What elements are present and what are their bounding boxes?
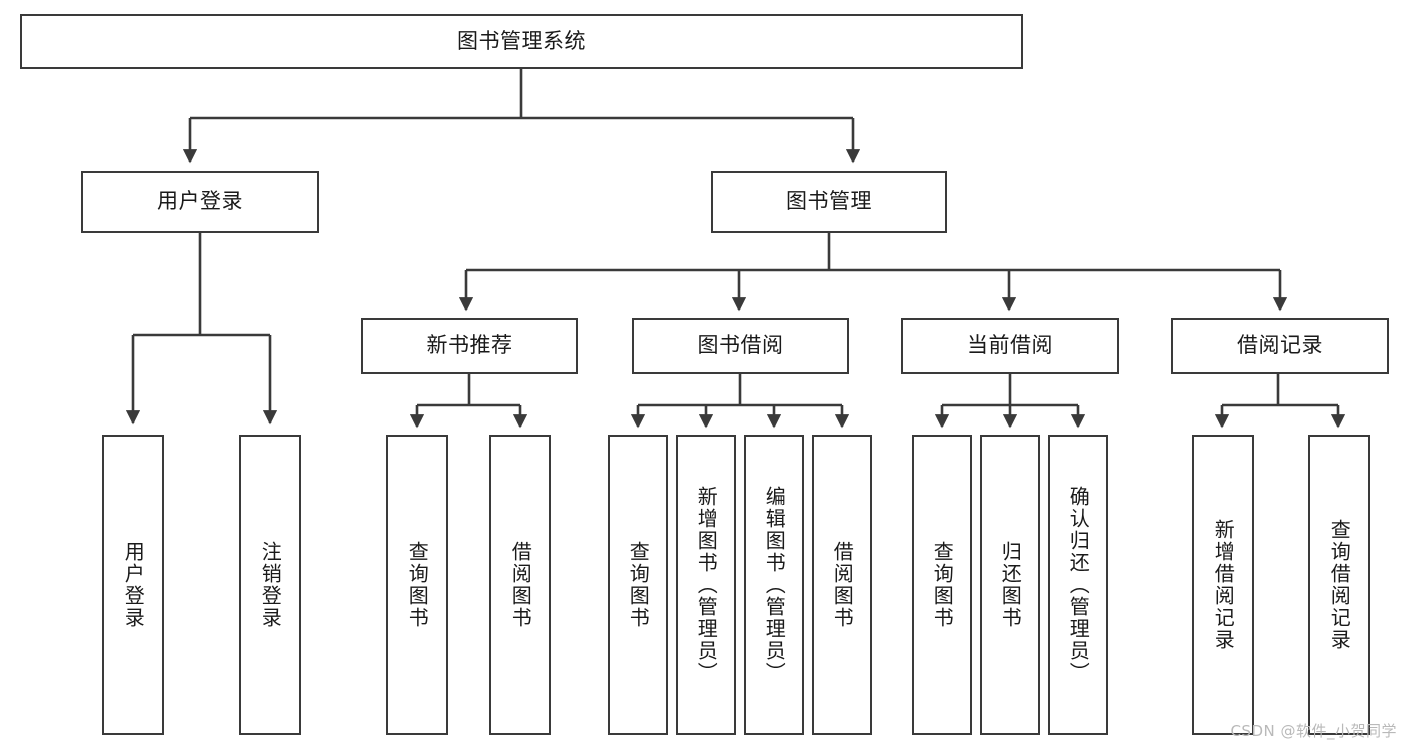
leaf-current-return[interactable]: 归还图书 — [980, 435, 1040, 735]
leaf-current-query-label: 查询图书 — [930, 541, 955, 629]
leaf-current-query[interactable]: 查询图书 — [912, 435, 972, 735]
leaf-borrow-borrow-book[interactable]: 借阅图书 — [812, 435, 872, 735]
leaf-borrow-borrow-book-label: 借阅图书 — [830, 541, 855, 629]
leaf-borrow-edit-book[interactable]: 编辑图书（管理员） — [744, 435, 804, 735]
leaf-borrow-edit-book-label: 编辑图书（管理员） — [762, 486, 787, 684]
node-book-management[interactable]: 图书管理 — [711, 171, 947, 233]
leaf-new-book-borrow-label: 借阅图书 — [508, 541, 533, 629]
node-user-login-label: 用户登录 — [157, 189, 243, 214]
node-user-login[interactable]: 用户登录 — [81, 171, 319, 233]
leaf-borrow-add-book-label: 新增图书（管理员） — [694, 486, 719, 684]
leaf-borrow-query-label: 查询图书 — [626, 541, 651, 629]
leaf-user-login-login[interactable]: 用户登录 — [102, 435, 164, 735]
leaf-user-login-logout-label: 注销登录 — [258, 541, 283, 629]
leaf-current-confirm-return-label: 确认归还（管理员） — [1066, 486, 1091, 684]
leaf-user-login-login-label: 用户登录 — [121, 541, 146, 629]
leaf-records-query-label: 查询借阅记录 — [1327, 519, 1352, 651]
node-new-book-recommendation[interactable]: 新书推荐 — [361, 318, 578, 374]
leaf-records-add-label: 新增借阅记录 — [1211, 519, 1236, 651]
node-root[interactable]: 图书管理系统 — [20, 14, 1023, 69]
leaf-new-book-query[interactable]: 查询图书 — [386, 435, 448, 735]
leaf-current-confirm-return[interactable]: 确认归还（管理员） — [1048, 435, 1108, 735]
node-new-book-recommendation-label: 新书推荐 — [426, 333, 513, 358]
leaf-borrow-query[interactable]: 查询图书 — [608, 435, 668, 735]
node-root-label: 图书管理系统 — [457, 28, 586, 53]
node-book-management-label: 图书管理 — [786, 189, 872, 214]
leaf-current-return-label: 归还图书 — [998, 541, 1023, 629]
node-current-borrowing[interactable]: 当前借阅 — [901, 318, 1119, 374]
node-borrow-records[interactable]: 借阅记录 — [1171, 318, 1389, 374]
leaf-user-login-logout[interactable]: 注销登录 — [239, 435, 301, 735]
leaf-new-book-borrow[interactable]: 借阅图书 — [489, 435, 551, 735]
leaf-records-query[interactable]: 查询借阅记录 — [1308, 435, 1370, 735]
node-current-borrowing-label: 当前借阅 — [967, 333, 1053, 358]
node-borrow-records-label: 借阅记录 — [1237, 333, 1323, 358]
leaf-new-book-query-label: 查询图书 — [405, 541, 430, 629]
node-book-borrowing-label: 图书借阅 — [697, 333, 784, 358]
leaf-records-add[interactable]: 新增借阅记录 — [1192, 435, 1254, 735]
leaf-borrow-add-book[interactable]: 新增图书（管理员） — [676, 435, 736, 735]
node-book-borrowing[interactable]: 图书借阅 — [632, 318, 849, 374]
